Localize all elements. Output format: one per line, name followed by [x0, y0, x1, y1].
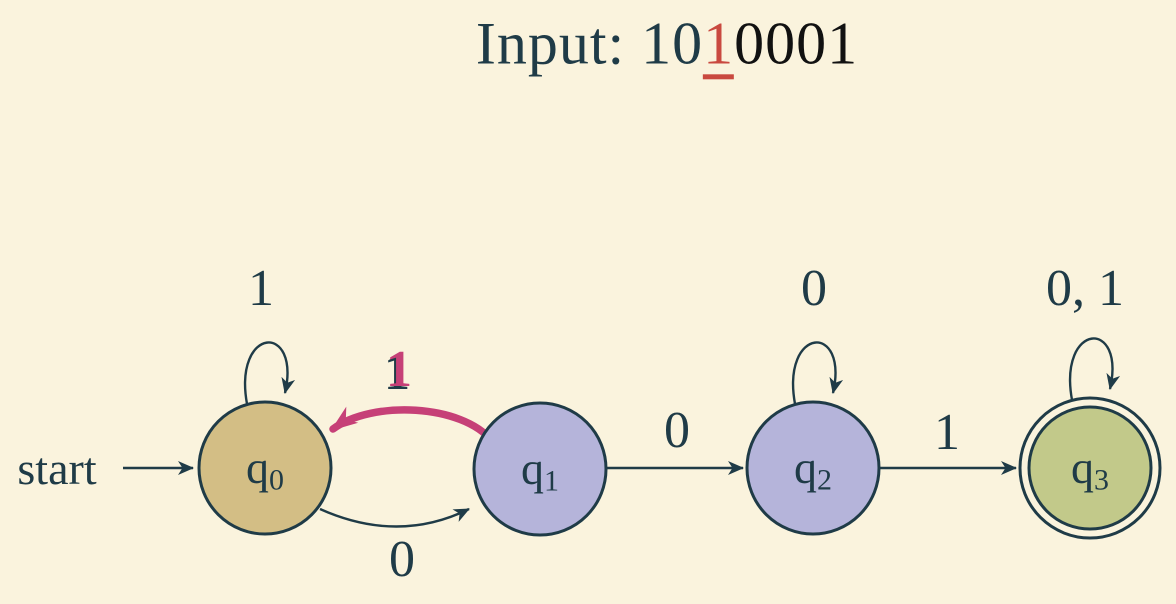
edge-label-q2-self: 0 [801, 260, 827, 317]
input-remaining: 0001 [734, 10, 859, 77]
edge-label-q2-q3: 1 [934, 404, 960, 461]
input-string-title: Input: 1010001 [475, 10, 859, 80]
edge-q1-q0-arrow-highlighted [329, 406, 496, 445]
edge-q2-self-arrow [792, 341, 844, 405]
edge-label-q0-q1: 0 [389, 531, 415, 588]
edge-label-q1-q2: 0 [664, 402, 690, 459]
state-label-q3: q3 [1071, 442, 1109, 497]
state-circle-q3-inner [1027, 405, 1153, 531]
state-circle-q1 [472, 401, 608, 537]
edge-q0-self-arrow [244, 341, 296, 405]
input-consumed: 10 [641, 10, 704, 77]
edge-q0-q1-arrow [319, 507, 470, 528]
edge-label-q3-self: 0, 1 [1046, 260, 1124, 317]
edge-q3-self-arrow [1069, 337, 1121, 401]
state-label-q1: q1 [521, 443, 559, 498]
edge-label-q0-self: 1 [248, 260, 274, 317]
state-circle-q0 [197, 400, 333, 536]
state-label-q0: q0 [246, 442, 284, 497]
start-label: start [17, 443, 97, 494]
edge-label-q1-q0-highlighted: 1 [386, 341, 412, 398]
state-label-q2: q2 [794, 442, 832, 497]
input-current-char: 1 [703, 12, 735, 80]
state-circle-q2 [745, 400, 881, 536]
title-prefix: Input: [475, 10, 642, 77]
